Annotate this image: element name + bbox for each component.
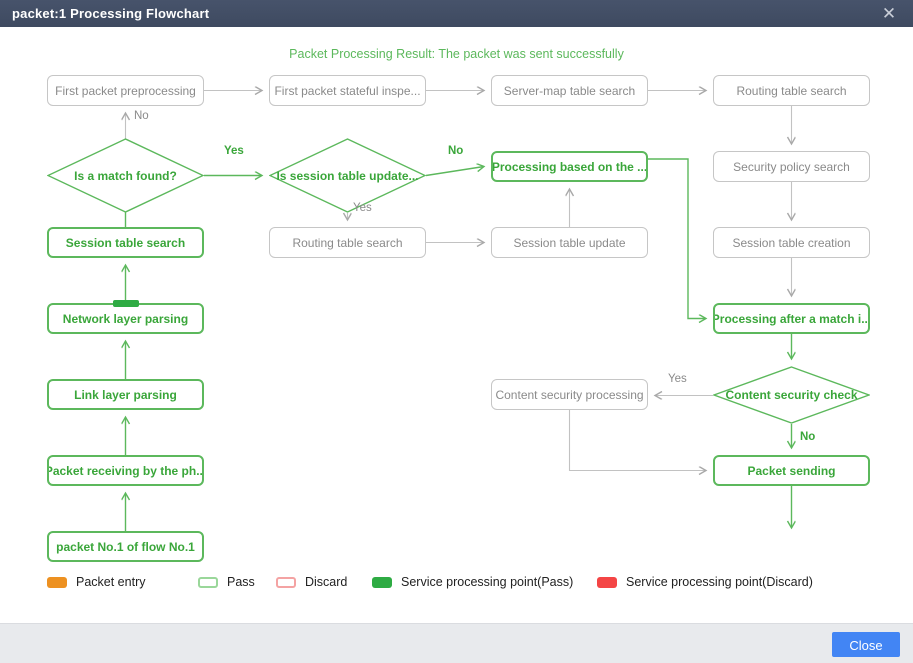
edge-label-label-yes-content-sec: Yes xyxy=(668,373,687,385)
close-icon[interactable]: ✕ xyxy=(881,4,897,23)
legend-swatch-icon xyxy=(47,576,67,588)
diamond-outline-icon xyxy=(713,366,870,424)
legend-swatch-icon xyxy=(198,576,218,588)
legend-discard: Discard xyxy=(276,572,347,592)
legend-label: Packet entry xyxy=(76,575,146,589)
window-title-bar: packet:1 Processing Flowchart ✕ xyxy=(0,0,913,27)
legend-swatch-icon xyxy=(276,576,296,588)
flow-node-label: Is session table update... xyxy=(276,168,419,183)
flow-node-content-security-processing[interactable]: Content security processing xyxy=(491,379,648,410)
flow-node-security-policy-search[interactable]: Security policy search xyxy=(713,151,870,182)
legend-label: Service processing point(Pass) xyxy=(401,575,574,589)
flowchart-canvas: Packet Processing Result: The packet was… xyxy=(0,27,913,623)
flow-node-session-table-creation[interactable]: Session table creation xyxy=(713,227,870,258)
legend-label: Discard xyxy=(305,575,348,589)
legend-pass: Pass xyxy=(198,572,255,592)
diamond-outline-icon xyxy=(269,138,426,213)
flow-node-label: Is a match found? xyxy=(74,168,177,183)
edge-label-label-no-match: No xyxy=(134,110,149,122)
legend-label: Pass xyxy=(227,575,255,589)
flow-node-packet-sending[interactable]: Packet sending xyxy=(713,455,870,486)
flow-node-packet-no1-flow-no1[interactable]: packet No.1 of flow No.1 xyxy=(47,531,204,562)
legend: Packet entry Pass Discard Service processin… xyxy=(0,572,913,612)
flow-node-server-map-table-search[interactable]: Server-map table search xyxy=(491,75,648,106)
flow-node-content-security-check[interactable]: Content security check xyxy=(713,366,870,424)
flow-node-is-a-match-found[interactable]: Is a match found? xyxy=(47,138,204,213)
flow-node-first-packet-stateful[interactable]: First packet stateful inspe... xyxy=(269,75,426,106)
edge-label-label-yes-session: Yes xyxy=(353,202,372,214)
flow-node-link-layer-parsing[interactable]: Link layer parsing xyxy=(47,379,204,410)
packet-processing-result: Packet Processing Result: The packet was… xyxy=(289,47,624,61)
flow-node-is-session-table-update[interactable]: Is session table update... xyxy=(269,138,426,213)
flow-node-network-layer-parsing[interactable]: Network layer parsing xyxy=(47,303,204,334)
flow-node-label: Content security check xyxy=(725,388,858,402)
close-button[interactable]: Close xyxy=(832,632,900,657)
flow-node-routing-table-search-top[interactable]: Routing table search xyxy=(713,75,870,106)
service-processing-point-icon xyxy=(112,300,139,307)
flow-node-session-table-update[interactable]: Session table update xyxy=(491,227,648,258)
flow-node-packet-receiving-phy[interactable]: Packet receiving by the ph... xyxy=(47,455,204,486)
edge-label-label-no-content-sec: No xyxy=(800,431,816,443)
flow-node-routing-table-search-mid[interactable]: Routing table search xyxy=(269,227,426,258)
legend-packet-entry: Packet entry xyxy=(47,572,145,592)
flow-node-session-table-search[interactable]: Session table search xyxy=(47,227,204,258)
legend-swatch-icon xyxy=(597,576,617,588)
flowchart-edges xyxy=(0,27,913,531)
window-title: packet:1 Processing Flowchart xyxy=(12,6,210,21)
flow-node-processing-based-on-the[interactable]: Processing based on the ... xyxy=(491,151,648,182)
legend-swatch-icon xyxy=(372,576,392,588)
legend-service-point-pass: Service processing point(Pass) xyxy=(372,572,573,592)
edge-label-label-no-session: No xyxy=(448,145,464,157)
legend-service-point-discard: Service processing point(Discard) xyxy=(597,572,813,592)
flow-node-processing-after-a-match[interactable]: Processing after a match i... xyxy=(713,303,870,334)
legend-label: Service processing point(Discard) xyxy=(626,575,813,589)
edge-label-label-yes-match: Yes xyxy=(224,145,244,157)
diamond-outline-icon xyxy=(47,138,204,213)
dialog-footer: Close xyxy=(0,623,913,663)
flow-node-first-packet-preprocessing[interactable]: First packet preprocessing xyxy=(47,75,204,106)
